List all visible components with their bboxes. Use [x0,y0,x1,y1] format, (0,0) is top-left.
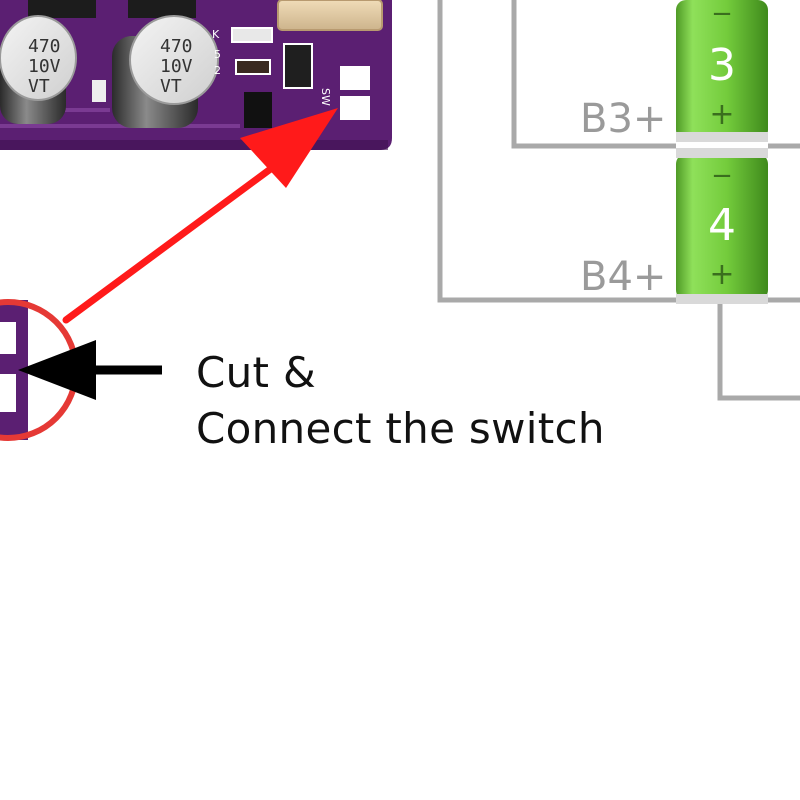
wire [511,0,676,149]
connector [277,0,383,31]
black-arrow [18,340,162,400]
zoom-switch-pad [0,322,16,354]
battery-plus: + [709,97,734,132]
red-arrow [62,108,338,324]
smd-pin [92,80,106,102]
callout-line-2: Connect the switch [196,404,605,453]
wire [717,300,800,401]
battery-4: − 4 + [676,148,768,304]
smd-resistor [235,59,271,75]
battery-minus: − [711,161,733,191]
capacitor: 470 10V VT [0,15,77,124]
zoom-switch-pad [0,374,16,412]
capacitor-code: VT [28,76,50,97]
smd-led [283,43,313,89]
capacitor-voltage: 10V [28,56,61,77]
pcb-board: 470 10V VT 470 10V VT K 2 5 SW [0,0,392,150]
battery-number: 3 [708,40,736,91]
pcb-shadow [0,140,388,150]
switch-pad [340,96,370,120]
battery-label-b3: B3+ [580,96,666,142]
callout-line-1: Cut & [196,348,317,397]
capacitor-voltage: 10V [160,56,193,77]
battery-minus: − [711,0,733,29]
battery-label-b4: B4+ [580,254,666,300]
silkscreen-2: 2 [214,64,221,77]
capacitor-value: 470 [28,36,61,57]
switch-pad [340,66,370,90]
capacitor: 470 10V VT [112,15,219,128]
capacitor-value: 470 [160,36,193,57]
wire [437,0,676,303]
capacitor-code: VT [160,76,182,97]
smd-transistor [244,92,272,128]
silkscreen-5: 5 [214,48,221,61]
silkscreen-k: K [212,28,220,41]
wiring [437,0,800,401]
ic-chip [28,0,96,18]
battery-3: − 3 + [676,0,768,142]
battery-plus: + [709,257,734,292]
battery-number: 4 [708,200,736,251]
ic-chip [128,0,196,18]
smd-resistor [231,27,273,43]
silkscreen-sw: SW [319,88,332,106]
